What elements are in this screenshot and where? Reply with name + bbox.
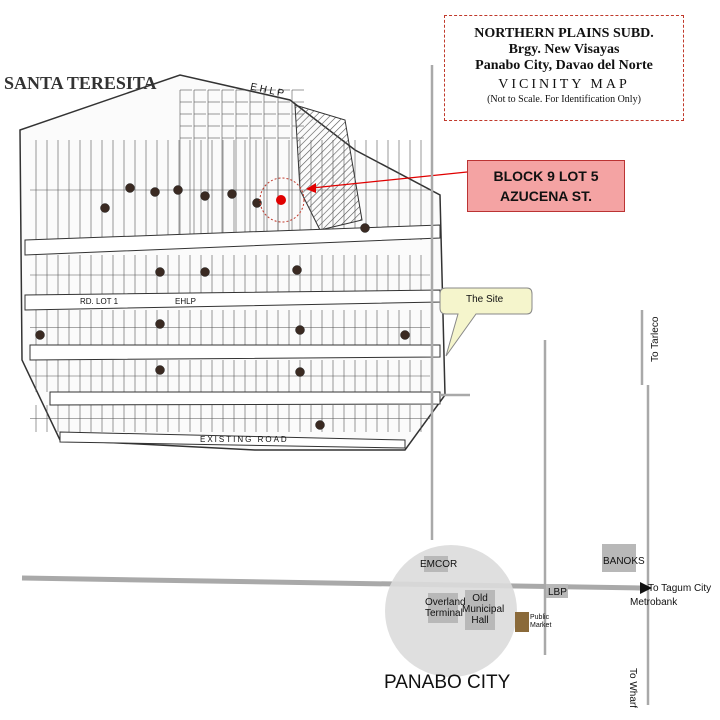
site-callout-box: BLOCK 9 LOT 5 AZUCENA ST.: [467, 160, 625, 212]
site-pointer-line: [311, 171, 468, 189]
site-highlight-circle: [259, 177, 305, 223]
title-subdivision: NORTHERN PLAINS SUBD.: [474, 26, 654, 41]
title-note: (Not to Scale. For Identification Only): [487, 94, 641, 105]
banoks-box: [602, 544, 636, 572]
title-barangay: Brgy. New Visayas: [508, 42, 620, 57]
plan-ehlp-label: EHLP: [175, 297, 196, 306]
house-marker: [200, 267, 210, 277]
house-marker: [400, 330, 410, 340]
house-marker: [155, 267, 165, 277]
lbp-box: [546, 584, 568, 598]
to-tagum-label: To Tagum City: [648, 583, 712, 594]
highway-arrowhead: [640, 582, 652, 594]
house-marker: [292, 265, 302, 275]
overland-terminal-box: [428, 593, 458, 623]
house-marker: [200, 191, 210, 201]
emcor-box: [424, 556, 448, 572]
site-bubble-label: The Site: [466, 294, 504, 305]
house-marker: [173, 185, 183, 195]
title-vicinity-map: VICINITY MAP: [498, 77, 630, 92]
national-highway: [21, 575, 641, 591]
panabo-city-label: PANABO CITY: [384, 672, 511, 693]
lot-grid: [30, 89, 430, 432]
house-marker: [100, 203, 110, 213]
open-space-hatched: [294, 104, 363, 231]
internal-roads: [24, 224, 441, 449]
house-marker: [360, 223, 370, 233]
lbp-label: LBP: [548, 587, 567, 598]
plan-existing-road-label: EXISTING ROAD: [200, 435, 289, 444]
house-marker: [125, 183, 135, 193]
plan-rd-lot-label: RD. LOT 1: [80, 297, 119, 306]
house-marker: [155, 365, 165, 375]
site-speech-bubble: [439, 287, 533, 357]
house-marker: [150, 187, 160, 197]
metrobank-label: Metrobank: [630, 597, 678, 608]
map-title-box: NORTHERN PLAINS SUBD. Brgy. New Visayas …: [444, 15, 684, 121]
house-marker: [155, 319, 165, 329]
banoks-label: BANOKS: [603, 556, 645, 567]
plan-stamp-text: SANTA TERESITA: [4, 73, 157, 93]
public-market-icon: [515, 612, 529, 632]
callout-street: AZUCENA ST.: [499, 188, 593, 204]
house-marker: [252, 198, 262, 208]
to-wharf-label: To Wharf: [627, 668, 638, 709]
house-marker: [295, 367, 305, 377]
to-tarleco-label: To Tarleco: [650, 316, 661, 362]
emcor-label: EMCOR: [420, 559, 458, 570]
house-marker: [295, 325, 305, 335]
site-pointer-arrowhead: [306, 183, 316, 193]
house-marker: [35, 330, 45, 340]
title-city: Panabo City, Davao del Norte: [475, 58, 653, 73]
old-municipal-hall-box: [465, 590, 495, 630]
house-markers: [35, 183, 410, 430]
site-marker: [276, 195, 286, 205]
house-marker: [227, 189, 237, 199]
house-marker: [315, 420, 325, 430]
callout-block-lot: BLOCK 9 LOT 5: [493, 168, 599, 184]
